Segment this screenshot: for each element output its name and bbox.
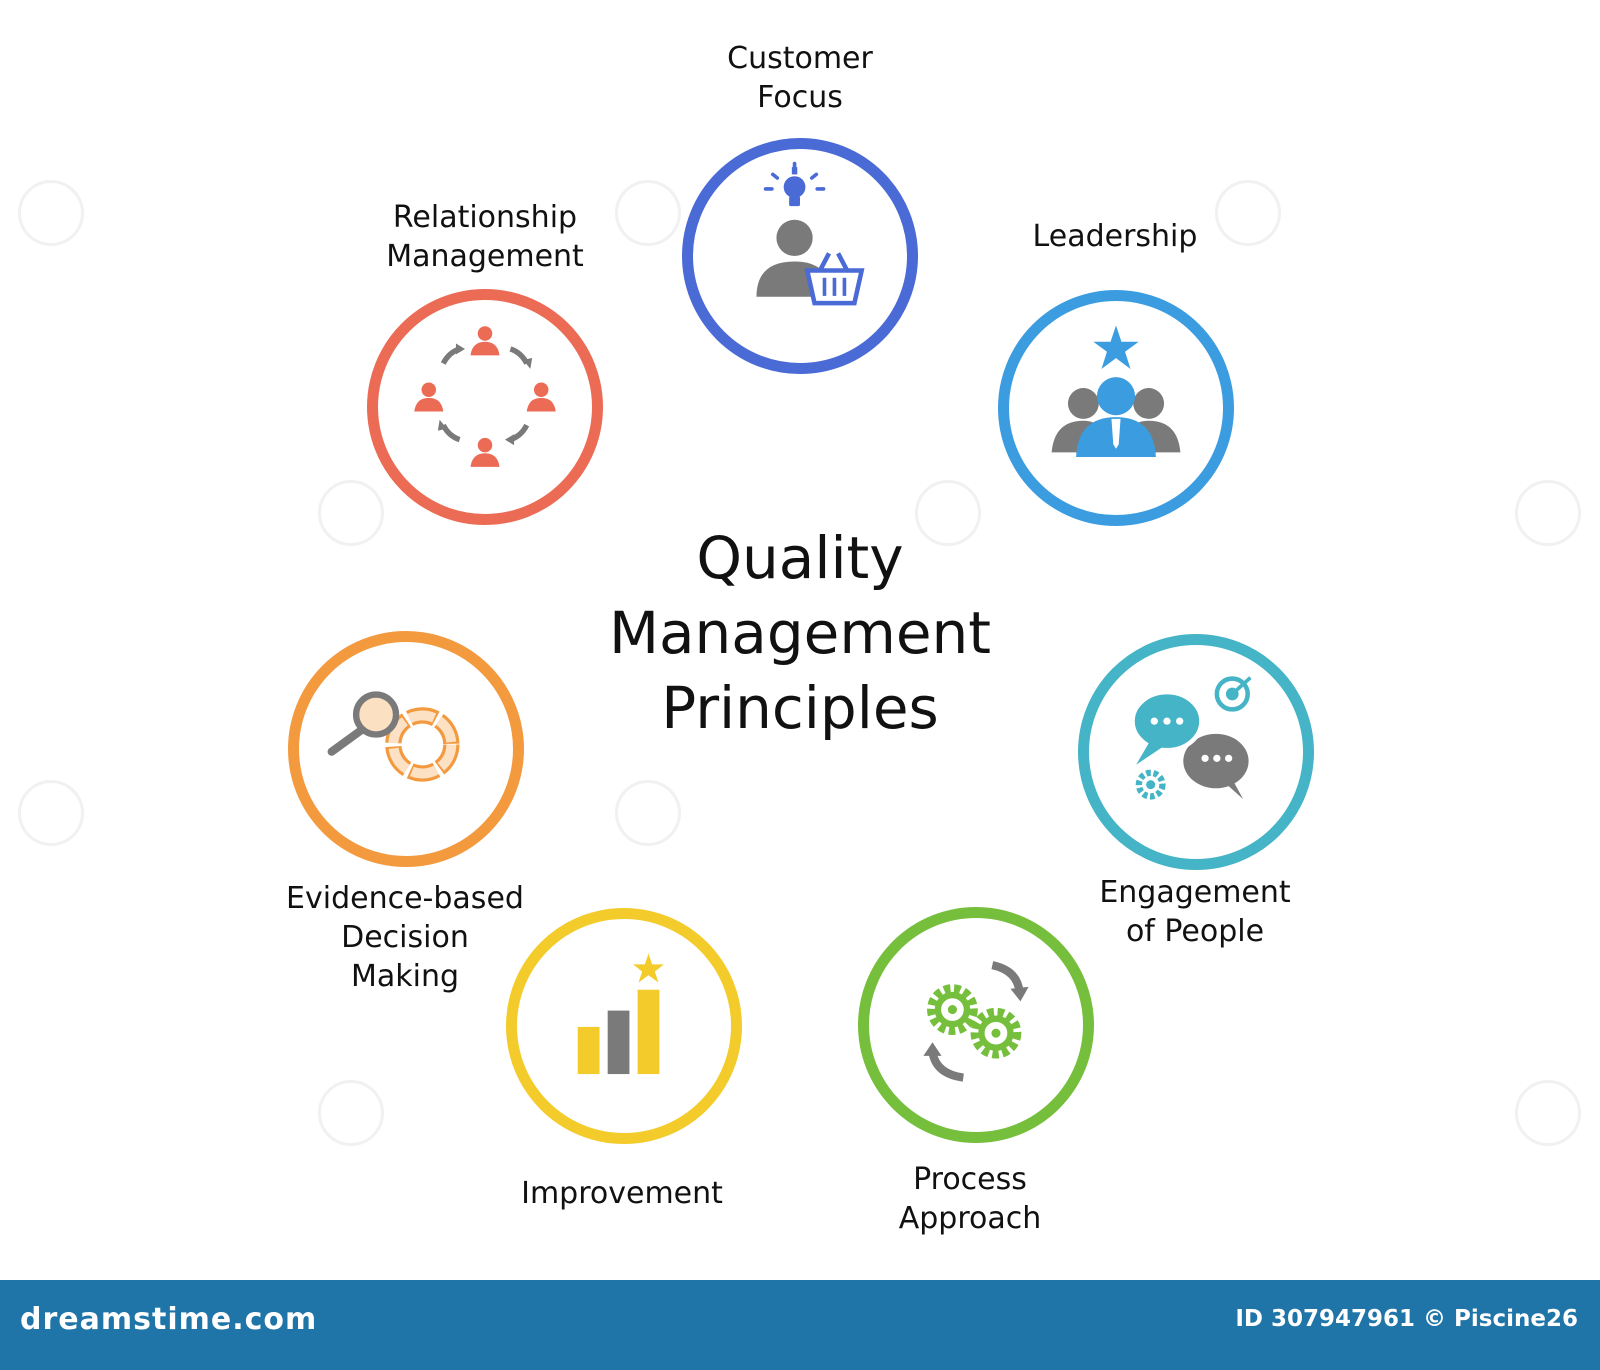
principle-label-improvement: Improvement xyxy=(521,1176,723,1211)
principle-label-relationship-management: Relationship Management xyxy=(386,200,584,274)
leadership-icon xyxy=(1051,325,1181,457)
watermark xyxy=(615,180,681,246)
evidence-magnifier-icon xyxy=(327,691,460,782)
watermark xyxy=(18,780,84,846)
watermark xyxy=(615,780,681,846)
footer-brand: dreamstime.com xyxy=(20,1302,318,1337)
principle-label-engagement-of-people: Engagement of People xyxy=(1099,875,1291,949)
principle-label-customer-focus: Customer Focus xyxy=(727,41,873,115)
principle-node-relationship-management xyxy=(367,289,603,525)
principle-label-process-approach: Process Approach xyxy=(898,1162,1042,1236)
footer-image-id: ID 307947961 © Piscine26 xyxy=(1235,1306,1578,1332)
principle-label-evidence-based-decision-making: Evidence-based Decision Making xyxy=(286,881,524,994)
watermark xyxy=(915,480,981,546)
watermark xyxy=(1215,180,1281,246)
watermark xyxy=(318,1080,384,1146)
process-gears-icon xyxy=(923,961,1029,1082)
diagram-title: Quality Management Principles xyxy=(608,524,992,742)
engagement-icon xyxy=(1130,676,1252,800)
principle-node-process-approach xyxy=(858,907,1094,1143)
principle-node-improvement xyxy=(506,908,742,1144)
watermark xyxy=(1515,480,1581,546)
improvement-bars-icon xyxy=(577,953,664,1075)
principle-label-leadership: Leadership xyxy=(1032,219,1198,254)
watermark xyxy=(318,480,384,546)
customer-icon xyxy=(756,161,865,306)
principle-node-engagement-of-people xyxy=(1078,634,1314,870)
principle-node-leadership xyxy=(998,290,1234,526)
footer-bar: dreamstime.com ID 307947961 © Piscine26 xyxy=(0,1280,1600,1370)
principle-node-evidence-based-decision-making xyxy=(288,631,524,867)
watermark xyxy=(18,180,84,246)
principle-node-customer-focus xyxy=(682,138,918,374)
relationship-people-icon xyxy=(414,326,556,467)
watermark xyxy=(1515,1080,1581,1146)
